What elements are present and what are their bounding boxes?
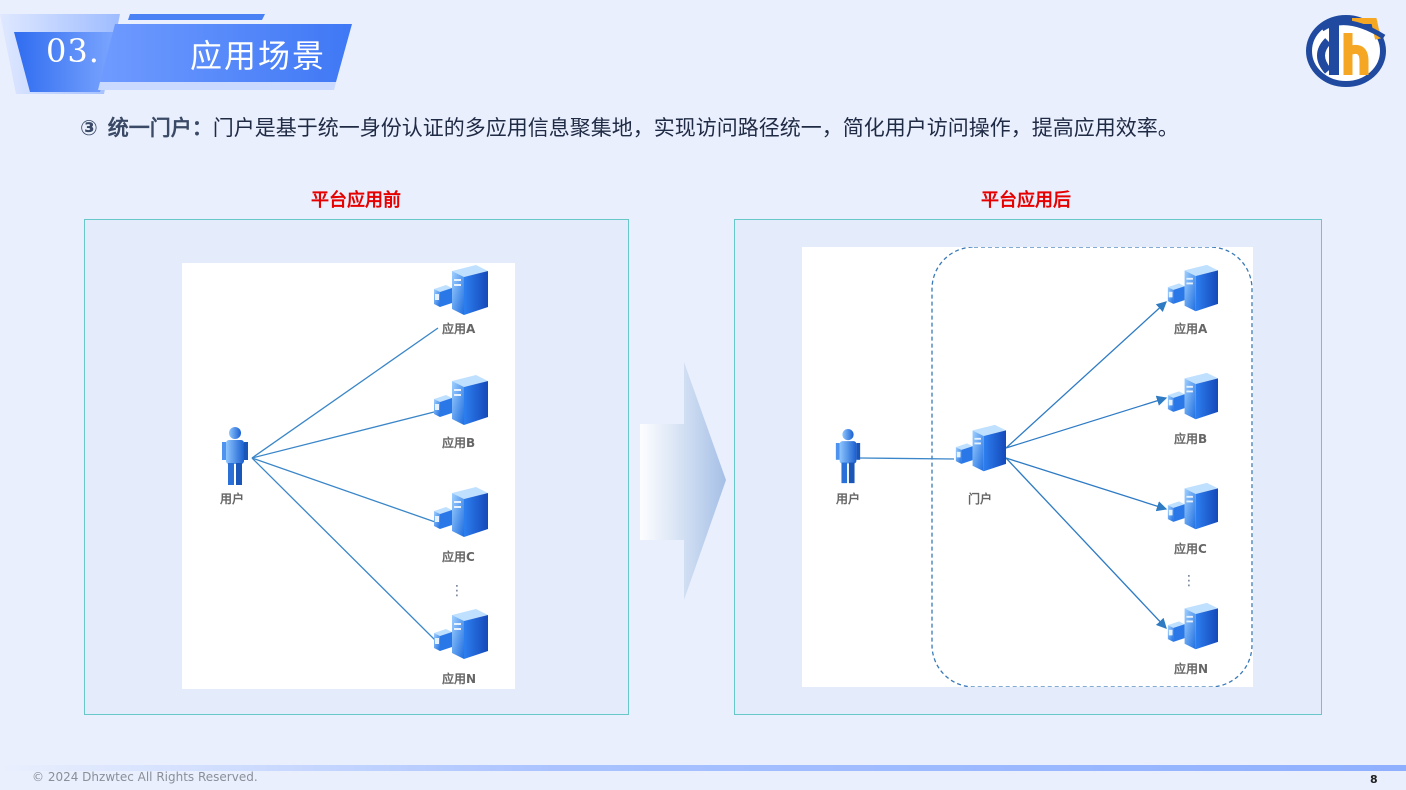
app-label: 应用A <box>1174 321 1208 336</box>
user-label: 用户 <box>219 491 244 506</box>
page-number: 8 <box>1370 773 1378 786</box>
intro-statement: ③ 统一门户：门户是基于统一身份认证的多应用信息聚集地，实现访问路径统一，简化用户… <box>80 112 1179 142</box>
after-panel-title: 平台应用后 <box>981 190 1071 211</box>
before-diagram-card: 用户 应用A 应用B 应用C ⋮ 应用N <box>182 263 515 689</box>
app-label: 应用B <box>442 435 475 450</box>
after-diagram: 用户 门户 应用A 应用B 应用C ⋮ 应用N <box>835 246 1253 688</box>
server-icon <box>434 375 488 425</box>
user-icon <box>835 429 861 484</box>
server-icon <box>434 265 488 315</box>
server-icon <box>1167 372 1218 420</box>
intro-text: 门户是基于统一身份认证的多应用信息聚集地，实现访问路径统一，简化用户访问操作，提… <box>212 116 1179 140</box>
section-header-band <box>0 14 352 94</box>
connector-line <box>251 327 439 459</box>
company-logo <box>1306 15 1386 87</box>
ellipsis-indicator: ⋮ <box>1182 573 1196 589</box>
connector-line <box>251 457 439 524</box>
copyright-text: © 2024 Dhzwtec All Rights Reserved. <box>32 770 258 784</box>
server-icon <box>1167 482 1218 530</box>
connector-line <box>251 410 439 459</box>
section-title: 应用场景 <box>190 37 327 75</box>
circled-number-marker: ③ <box>80 116 98 140</box>
connector-arrow <box>1005 457 1167 629</box>
app-label: 应用C <box>442 549 475 564</box>
server-icon <box>434 487 488 537</box>
after-diagram-card: 用户 门户 应用A 应用B 应用C ⋮ 应用N <box>802 246 1253 688</box>
user-icon <box>222 427 248 485</box>
before-panel-title: 平台应用前 <box>311 190 401 211</box>
server-icon <box>1167 264 1218 312</box>
app-label: 应用B <box>1174 431 1207 446</box>
footer-divider <box>0 765 1406 771</box>
ellipsis-indicator: ⋮ <box>450 583 464 599</box>
portal-server-icon <box>955 424 1006 472</box>
portal-label: 门户 <box>968 491 992 506</box>
app-label: 应用N <box>442 671 476 686</box>
connector-arrow <box>1005 395 1168 449</box>
app-label: 应用N <box>1174 661 1208 676</box>
section-number: 03. <box>46 32 100 70</box>
connector-line <box>859 457 955 460</box>
before-diagram: 用户 应用A 应用B 应用C ⋮ 应用N <box>219 265 488 686</box>
before-panel: 用户 应用A 应用B 应用C ⋮ 应用N <box>84 219 629 715</box>
app-label: 应用A <box>442 321 476 336</box>
app-label: 应用C <box>1174 541 1207 556</box>
connector-arrow <box>1005 301 1167 449</box>
connector-arrow <box>1005 457 1168 512</box>
server-icon <box>1167 602 1218 650</box>
connector-line <box>251 457 439 644</box>
transition-arrow-icon <box>640 362 726 600</box>
server-icon <box>434 609 488 659</box>
intro-term: 统一门户： <box>107 116 213 140</box>
user-label: 用户 <box>835 491 860 506</box>
after-panel: 用户 门户 应用A 应用B 应用C ⋮ 应用N <box>734 219 1322 715</box>
